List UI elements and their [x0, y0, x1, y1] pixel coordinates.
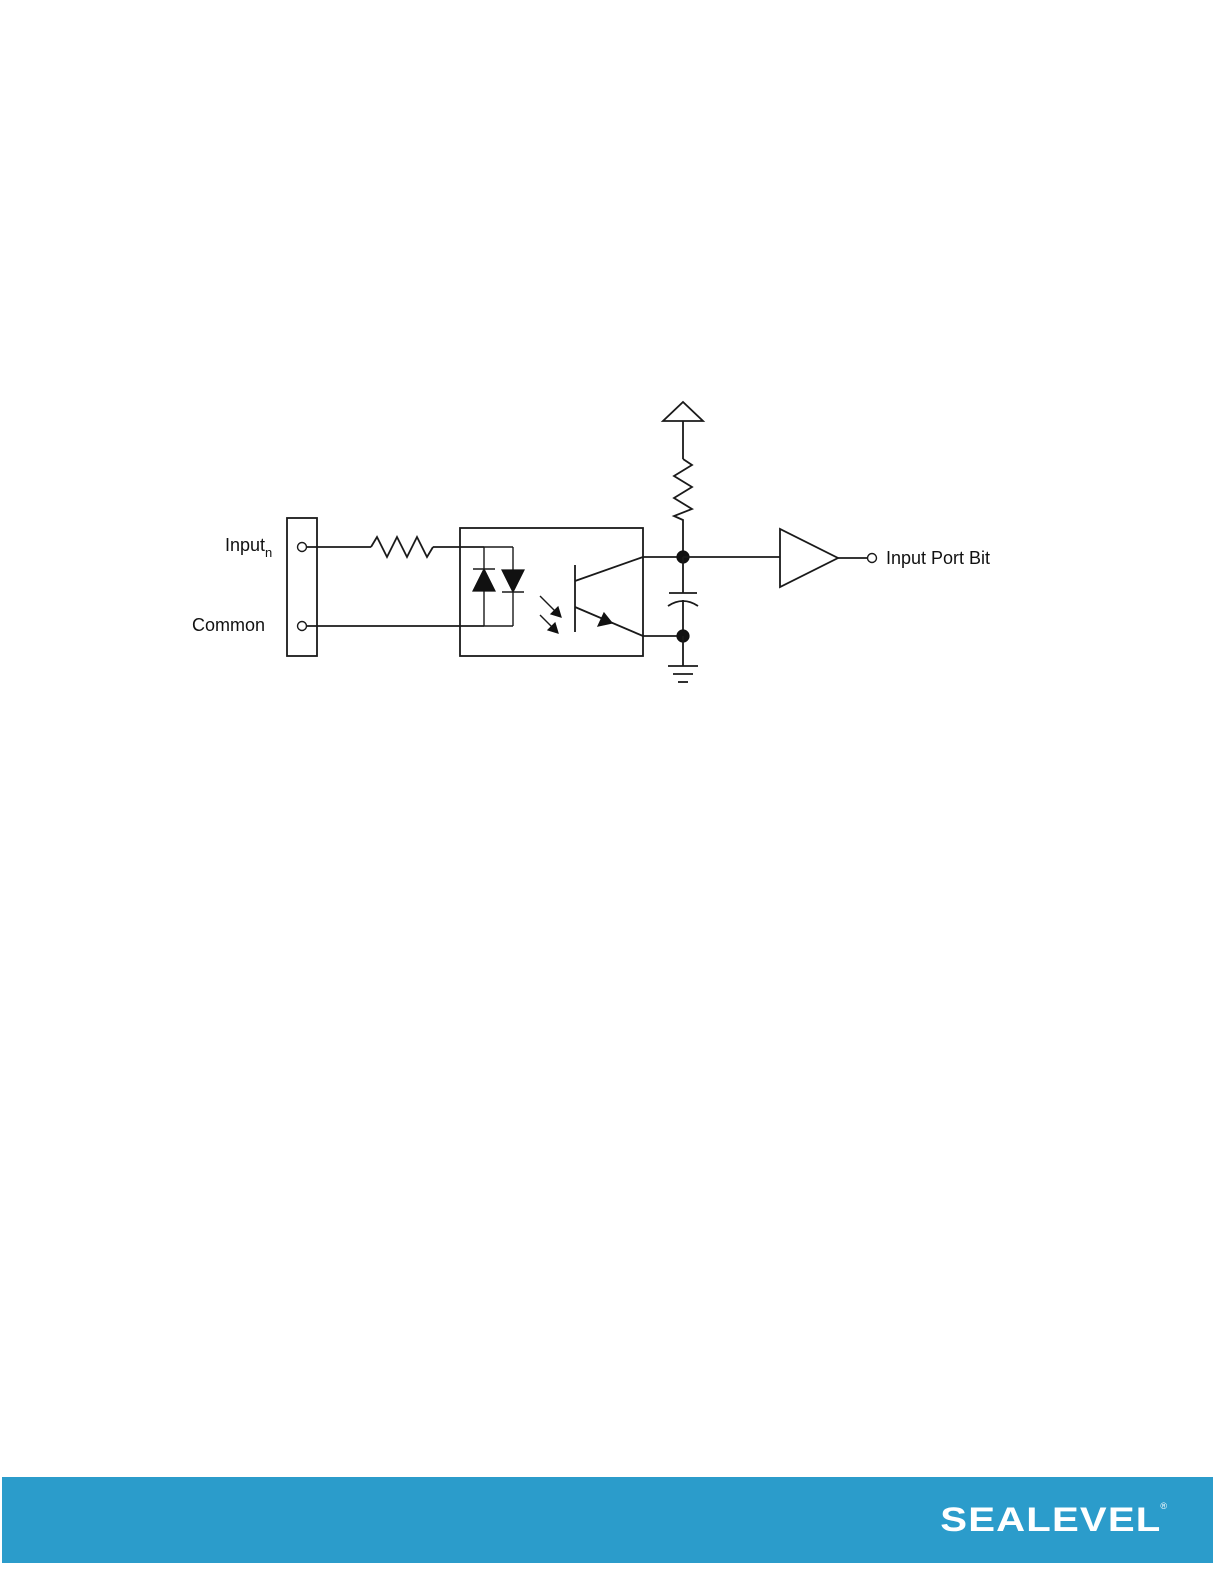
input-label: Inputn [225, 535, 272, 560]
ground-icon [668, 636, 698, 682]
common-label: Common [192, 615, 265, 635]
terminal-block [287, 518, 317, 656]
output-label: Input Port Bit [886, 548, 990, 568]
antiparallel-leds-icon [473, 547, 524, 626]
input-resistor [307, 537, 484, 557]
input-terminal-icon [298, 543, 307, 552]
common-terminal-icon [298, 622, 307, 631]
registered-mark: ® [1160, 1501, 1167, 1511]
light-emission-arrows-icon [540, 596, 561, 633]
footer-bar: SEALEVEL ® [2, 1477, 1213, 1563]
buffer-icon [683, 529, 877, 587]
filter-capacitor [668, 557, 698, 636]
sealevel-logo: SEALEVEL [940, 1501, 1161, 1540]
pullup-resistor [674, 459, 692, 557]
vcc-supply-icon [663, 402, 703, 459]
phototransistor-icon [575, 557, 643, 636]
